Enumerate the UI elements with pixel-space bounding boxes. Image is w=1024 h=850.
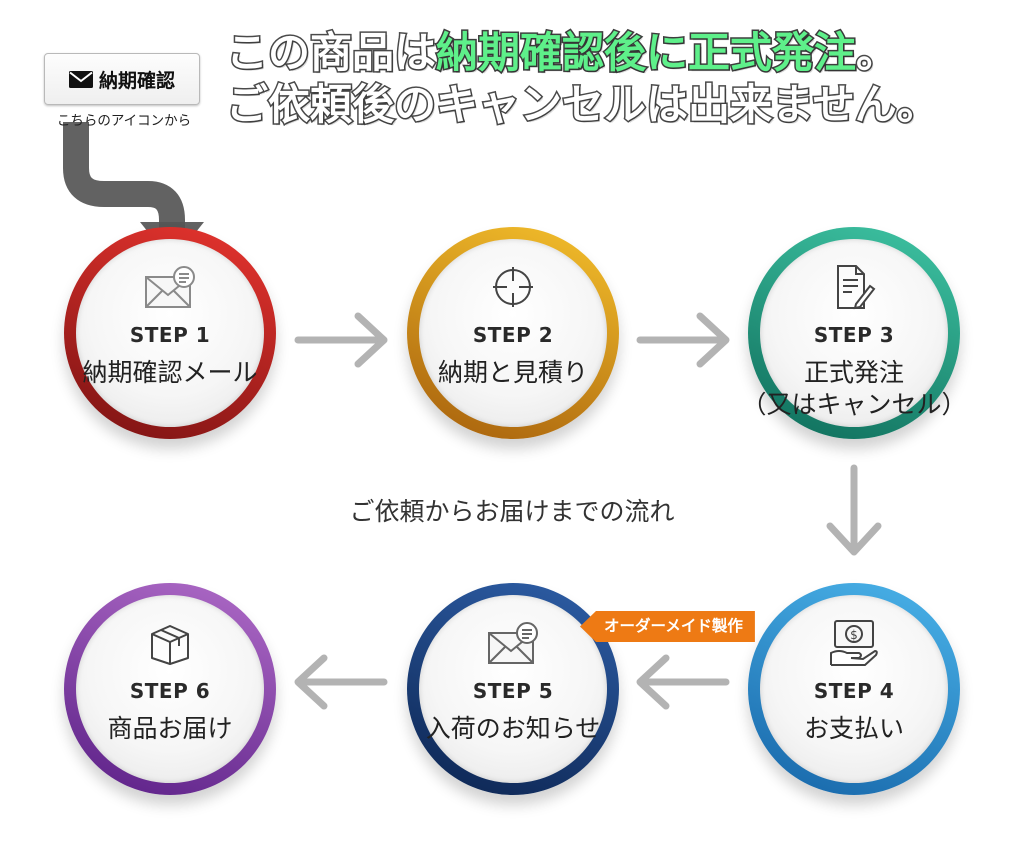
step-1-title: 納期確認メール [82,358,258,387]
arrow-step2-to-step3 [636,312,730,368]
step-4-title: お支払い [803,714,904,743]
step-6-label: 商品お届け [36,713,304,745]
step-5-number: STEP 5 [472,679,554,703]
box-icon [144,621,196,665]
step-1-disc: STEP 1 納期確認メール [76,239,264,427]
step-4-label: お支払い [720,713,988,745]
svg-text:$: $ [850,628,858,642]
step-1: STEP 1 納期確認メール [64,227,276,439]
headline-text-a: この商品は [224,27,437,79]
headline-line-2: ご依頼後のキャンセルは出来ません。 [225,79,941,131]
flow-title: ご依頼からお届けまでの流れ [349,497,675,526]
step-3-number: STEP 3 [813,323,895,347]
step-5-label: 入荷のお知らせ [379,713,647,745]
headline-text-b: 。 [855,27,900,79]
step-2-title: 納期と見積り [437,358,588,387]
step-5-title: 入荷のお知らせ [425,714,601,743]
step-5-disc: STEP 5 入荷のお知らせ [419,595,607,783]
custom-made-badge: オーダーメイド製作 [580,611,755,642]
envelope-message-icon [487,621,539,665]
step-3: STEP 3 正式発注 （又はキャンセル） [741,227,967,439]
confirm-caption: こちらのアイコンから [56,113,192,129]
headline-line-1: この商品は納期確認後に正式発注。 [224,27,1016,79]
step-3-title: 正式発注 [803,358,904,387]
delivery-confirm-label: 納期確認 [98,69,175,92]
money-hand-icon: $ [828,620,880,666]
step-3-disc: STEP 3 正式発注 （又はキャンセル） [741,239,967,427]
arrow-step3-to-step4 [826,464,882,556]
arrow-step4-to-step5 [636,654,730,710]
target-icon [487,265,539,309]
step-2-label: 納期と見積り [379,357,647,389]
step-3-label: 正式発注 （又はキャンセル） [720,357,988,421]
step-6: STEP 6 商品お届け [64,583,276,795]
step-4-number: STEP 4 [813,679,895,703]
headline: この商品は納期確認後に正式発注。 ご依頼後のキャンセルは出来ません。 [224,27,1016,131]
step-5: STEP 5 入荷のお知らせ [407,583,619,795]
step-2-number: STEP 2 [472,323,554,347]
step-4: $ STEP 4 お支払い [748,583,960,795]
step-1-number: STEP 1 [129,323,211,347]
headline-highlight: 納期確認後に正式発注 [435,27,858,79]
step-2-disc: STEP 2 納期と見積り [419,239,607,427]
step-6-disc: STEP 6 商品お届け [76,595,264,783]
step-4-disc: $ STEP 4 お支払い [760,595,948,783]
step-3-sublabel: （又はキャンセル） [741,390,967,419]
step-6-number: STEP 6 [129,679,211,703]
envelope-message-icon [144,265,196,309]
arrow-step5-to-step6 [294,654,388,710]
envelope-icon [68,70,93,88]
document-pen-icon [828,265,880,310]
delivery-confirm-button[interactable]: 納期確認 [44,53,200,105]
step-6-title: 商品お届け [107,714,233,743]
arrow-step1-to-step2 [294,312,388,368]
step-1-label: 納期確認メール [36,357,304,389]
step-2: STEP 2 納期と見積り [407,227,619,439]
